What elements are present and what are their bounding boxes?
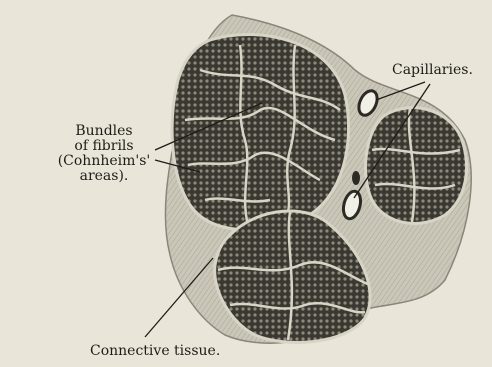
label-bundles-of-fibrils: Bundles of fibrils (Cohnheim's' areas). — [50, 124, 158, 184]
label-bundles-line4: areas). — [50, 169, 158, 184]
label-bundles-line1: Bundles — [50, 124, 158, 139]
label-capillaries: Capillaries. — [392, 63, 473, 78]
label-bundles-line3: (Cohnheim's' — [50, 154, 158, 169]
fascicle-right — [366, 108, 467, 224]
label-connective-tissue: Connective tissue. — [90, 344, 220, 359]
label-bundles-line2: of fibrils — [50, 139, 158, 154]
capillary-small — [352, 171, 360, 185]
